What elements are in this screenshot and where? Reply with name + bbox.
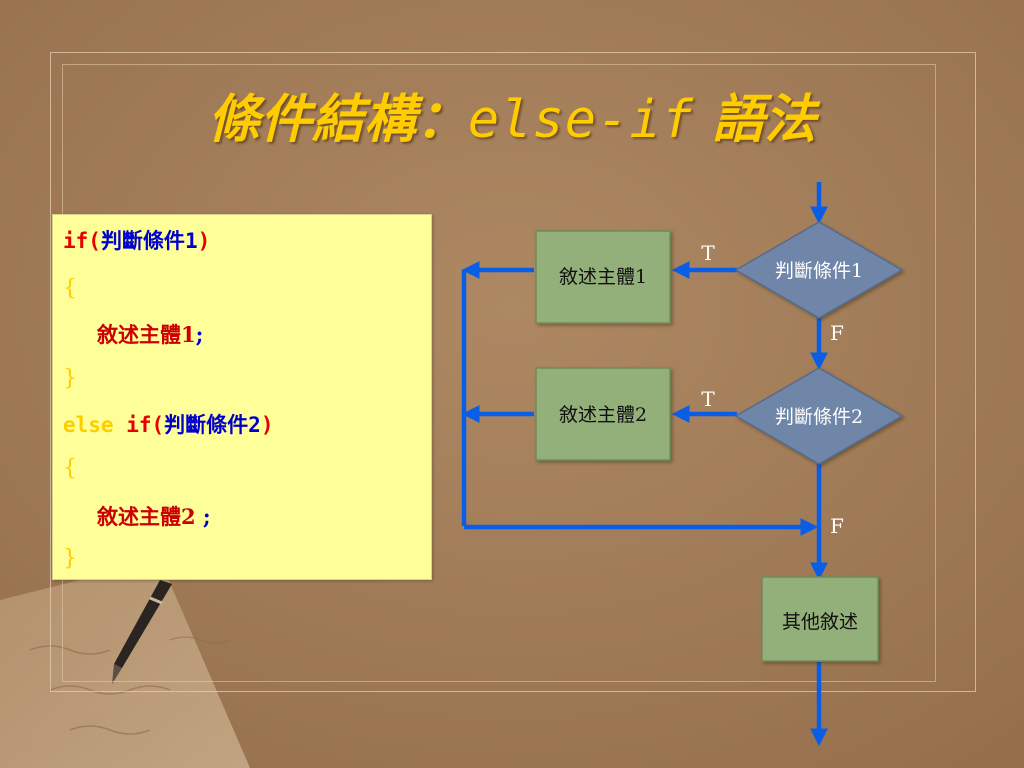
condition-2-diamond — [734, 367, 904, 465]
body-1-label: 敘述主體1 — [558, 266, 648, 288]
title-english: else-if — [467, 90, 695, 150]
other-box — [761, 576, 879, 662]
body-2-label: 敘述主體2 — [558, 404, 648, 426]
condition-1-diamond — [734, 221, 904, 319]
code-condition-1-number: 1 — [184, 229, 198, 253]
code-condition-1: 判斷條件 — [100, 229, 185, 253]
code-line-body-2: 敘述主體2 ; — [97, 495, 211, 539]
slide-title: 條件結構：else-if 語法 — [0, 80, 1024, 160]
condition-2-label: 判斷條件2 — [774, 406, 864, 428]
code-semicolon-2: ; — [195, 504, 211, 529]
other-label: 其他敘述 — [781, 611, 858, 633]
code-body-1: 敘述主體 — [97, 322, 181, 347]
code-line-if: if(判斷條件1) — [63, 219, 210, 263]
title-chinese: 條件結構： — [207, 90, 468, 150]
code-body-1-number: 1 — [181, 322, 196, 347]
condition-1-label: 判斷條件1 — [774, 260, 864, 282]
code-condition-2-number: 2 — [248, 413, 261, 437]
code-semicolon-1: ; — [195, 322, 204, 347]
code-else-keyword: else — [63, 413, 114, 437]
code-if-keyword: if( — [63, 229, 101, 253]
code-line-else-if: else if(判斷條件2) — [63, 403, 273, 447]
title-suffix: 語法 — [694, 90, 817, 150]
code-else-if-keyword: if( — [113, 413, 165, 437]
code-open-brace-1: { — [63, 276, 77, 301]
code-close-brace-1: } — [63, 366, 77, 391]
code-else-if-close: ) — [260, 413, 274, 437]
false-label-2: F — [830, 514, 844, 538]
code-condition-2: 判斷條件 — [164, 413, 249, 437]
slide-frame-outer — [50, 52, 976, 692]
false-label-1: F — [830, 321, 844, 345]
code-box: if(判斷條件1) { 敘述主體1; } else if(判斷條件2) { 敘述… — [52, 214, 432, 580]
code-line-body-1: 敘述主體1; — [97, 313, 203, 357]
code-close-brace-2: } — [63, 546, 77, 571]
code-open-brace-2: { — [63, 456, 77, 481]
body-1-box — [535, 230, 671, 324]
code-body-2-number: 2 — [181, 504, 196, 529]
code-body-2: 敘述主體 — [97, 504, 181, 529]
pen-icon — [112, 580, 172, 684]
true-label-1: T — [701, 241, 715, 265]
true-label-2: T — [701, 387, 715, 411]
body-2-box — [535, 367, 671, 461]
code-if-close: ) — [197, 229, 211, 253]
